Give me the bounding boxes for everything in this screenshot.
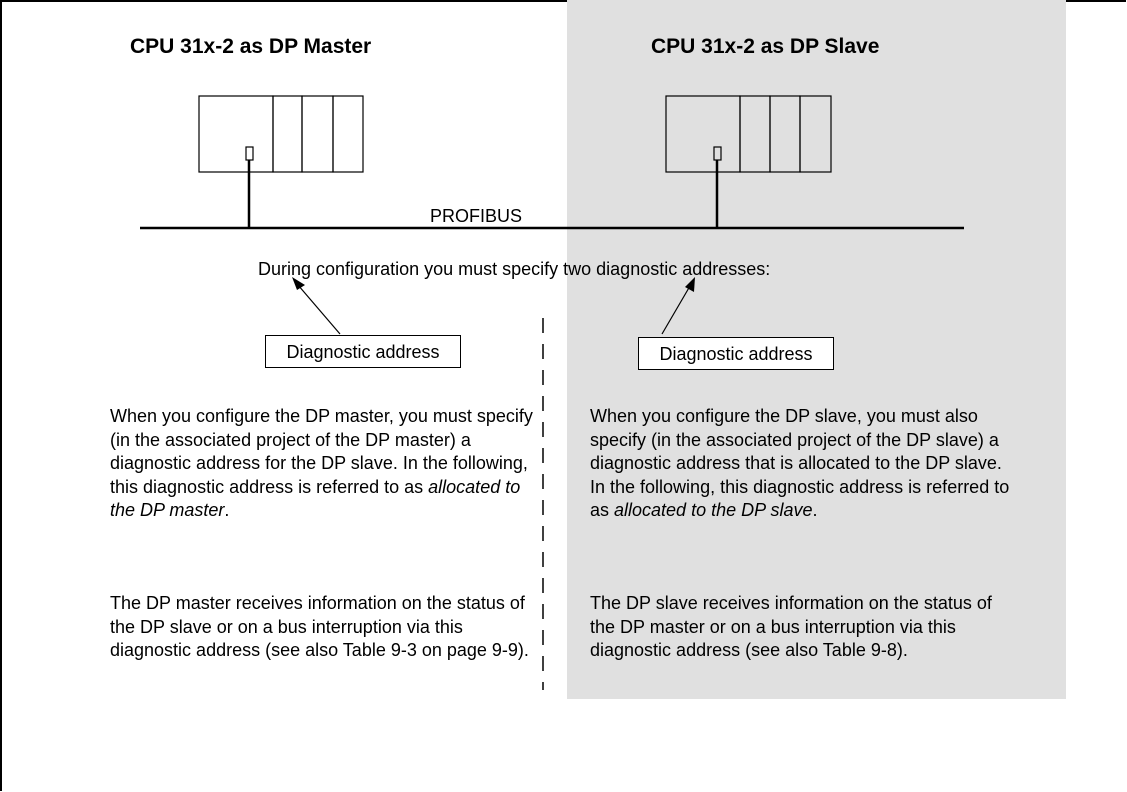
slave-cpu-module [665,95,741,173]
slave-rack [665,95,832,173]
slave-paragraph-1-text: When you configure the DP slave, you mus… [590,406,1010,520]
slave-title: CPU 31x-2 as DP Slave [651,35,880,58]
master-module-1 [272,95,303,173]
master-paragraph-1: When you configure the DP master, you mu… [110,405,540,523]
master-rack [198,95,364,173]
master-dp-port [245,146,254,161]
master-title: CPU 31x-2 as DP Master [130,35,372,58]
master-cpu-module [198,95,274,173]
master-paragraph-1-emphasis: allocated to the DP master [110,476,521,521]
slave-module-1 [739,95,771,173]
master-diagnostic-address-box: Diagnostic address [265,335,461,368]
slave-diagnostic-address-box: Diagnostic address [638,337,834,370]
slave-paragraph-2: The DP slave receives information on the… [590,593,992,660]
master-paragraph-1-text: When you configure the DP master, you mu… [110,406,533,497]
master-module-3 [332,95,364,173]
slave-paragraph-1-emphasis: allocated to the DP slave [614,500,813,520]
master-paragraph-2: The DP master receives information on th… [110,593,529,660]
slave-paragraph-1: When you configure the DP slave, you mus… [590,405,1010,523]
bus-label: PROFIBUS [430,206,523,226]
slave-dp-port [713,146,722,161]
master-module-2 [301,95,334,173]
slave-arrow [661,277,695,335]
slave-module-2 [769,95,801,173]
master-paragraph-1-tail: . [224,500,230,520]
master-arrow [292,277,341,335]
slave-module-3 [799,95,832,173]
config-note: During configuration you must specify tw… [258,259,771,279]
slave-paragraph-1-tail: . [812,500,818,520]
